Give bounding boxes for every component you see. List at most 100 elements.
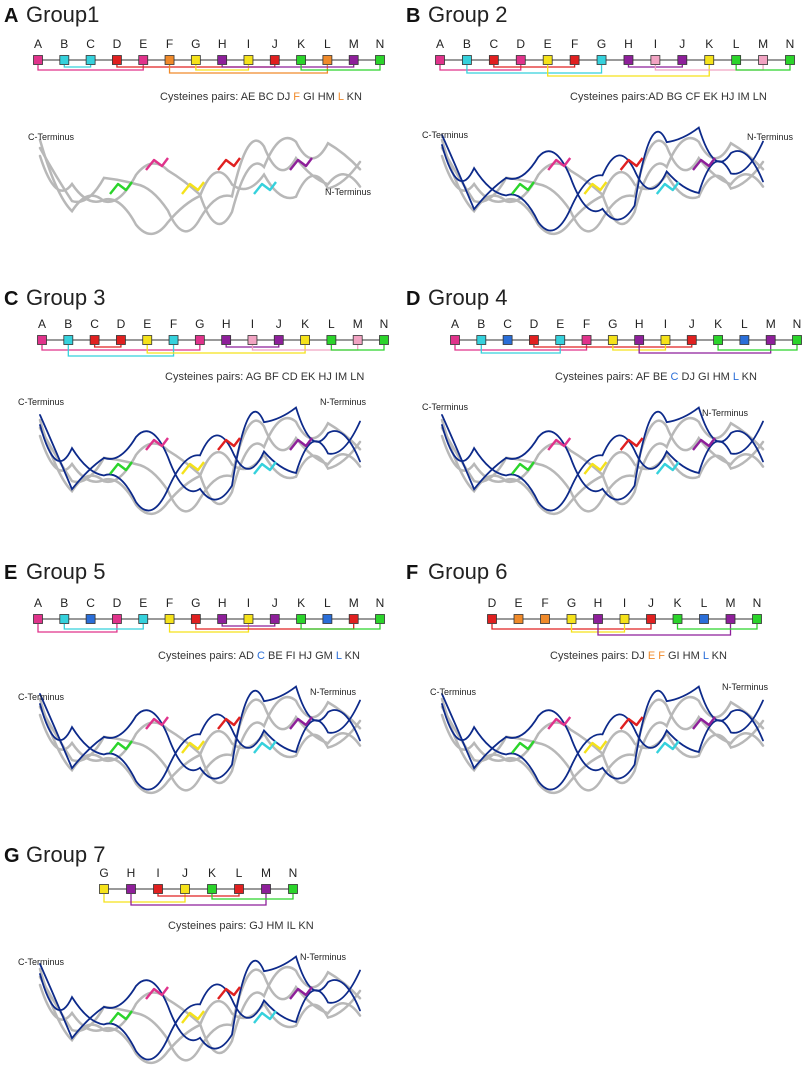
cysteine-box xyxy=(126,884,136,894)
cysteine-label: M xyxy=(353,317,363,331)
cysteine-label: J xyxy=(276,317,282,331)
cysteine-box xyxy=(542,55,553,65)
cysteine-label: B xyxy=(60,596,68,610)
cysteine-box xyxy=(112,55,122,65)
cysteine-box xyxy=(180,884,190,894)
disulfide-stick xyxy=(583,461,608,475)
cysteine-label: J xyxy=(272,596,278,610)
cysteine-box xyxy=(116,335,126,345)
disulfide-bond-link xyxy=(466,65,603,74)
backbone-trace xyxy=(39,685,361,780)
cysteine-pairs-text: Cysteines pairs: AE BC DJ F GI HM L KN xyxy=(160,91,362,103)
backbone-trace xyxy=(441,685,764,780)
cysteine-label: M xyxy=(758,37,768,51)
disulfide-stick xyxy=(619,157,644,171)
cysteine-box xyxy=(488,55,499,65)
cysteine-label: D xyxy=(516,37,525,51)
backbone-trace xyxy=(441,126,764,221)
disulfide-stick xyxy=(511,181,535,195)
cysteine-box xyxy=(269,55,280,65)
disulfide-stick xyxy=(217,437,241,451)
cysteine-box xyxy=(476,335,487,345)
cysteine-label: G xyxy=(597,37,606,51)
cysteine-label: M xyxy=(349,596,359,610)
cysteine-box xyxy=(731,55,742,65)
cysteine-box xyxy=(752,614,762,624)
cysteine-box xyxy=(207,884,217,894)
disulfide-bond-link xyxy=(480,345,561,354)
cysteine-box xyxy=(450,335,460,345)
cysteine-box xyxy=(607,335,618,345)
panel-letter: A xyxy=(4,5,18,27)
cysteine-box xyxy=(623,55,634,65)
cysteine-box xyxy=(142,335,153,345)
cysteine-label: D xyxy=(113,596,122,610)
cysteine-box xyxy=(462,55,472,65)
cysteine-box xyxy=(164,55,175,65)
backbone-ribbon xyxy=(38,713,362,795)
disulfide-stick xyxy=(289,157,313,171)
disulfide-stick xyxy=(692,157,716,171)
disulfide-bond-link xyxy=(638,345,772,354)
cysteine-label: K xyxy=(297,596,305,610)
cysteine-label: K xyxy=(705,37,713,51)
backbone-trace xyxy=(441,140,764,232)
backbone-ribbon xyxy=(440,154,765,236)
disulfide-bond-link xyxy=(221,65,355,68)
c-terminus-label: C-Terminus xyxy=(430,687,477,697)
cysteine-label: F xyxy=(571,37,578,51)
cysteine-label: C xyxy=(503,317,512,331)
cysteine-box xyxy=(502,335,513,345)
cysteine-box xyxy=(375,614,385,624)
panel-title: Group 7 xyxy=(26,842,106,867)
panel-title: Group 5 xyxy=(26,559,106,584)
cysteine-box xyxy=(99,884,109,894)
cysteine-label: D xyxy=(117,317,126,331)
cysteine-box xyxy=(33,614,43,624)
disulfide-stick xyxy=(547,157,572,171)
cysteine-label: K xyxy=(297,37,305,51)
disulfide-bond-link xyxy=(221,624,276,627)
disulfide-stick xyxy=(619,716,644,730)
cysteine-label: K xyxy=(673,596,681,610)
cysteine-box xyxy=(593,614,603,624)
disulfide-stick xyxy=(655,181,680,195)
cysteine-label: D xyxy=(530,317,539,331)
protein-structure-render xyxy=(38,136,362,236)
cysteine-box xyxy=(164,614,175,624)
cysteine-box xyxy=(634,335,645,345)
cysteine-label: C xyxy=(490,37,499,51)
cysteine-label: G xyxy=(567,596,576,610)
cysteine-box xyxy=(660,335,671,345)
disulfide-bond-link xyxy=(300,65,381,71)
cysteine-box xyxy=(566,614,577,624)
cysteine-label: G xyxy=(99,866,108,880)
disulfide-bond-link xyxy=(67,345,175,357)
panel-title: Group 4 xyxy=(428,285,508,310)
protein-structure-render xyxy=(440,126,765,236)
cysteine-box xyxy=(85,614,96,624)
cysteine-label: K xyxy=(301,317,309,331)
disulfide-bond-link xyxy=(168,65,329,74)
cysteine-box xyxy=(555,335,566,345)
cysteine-label: A xyxy=(436,37,444,51)
cysteine-label: H xyxy=(127,866,136,880)
cysteine-box xyxy=(677,55,688,65)
disulfide-stick xyxy=(145,716,169,730)
cysteine-label: L xyxy=(741,317,748,331)
cysteine-label: A xyxy=(34,37,42,51)
disulfide-stick xyxy=(547,716,572,730)
cysteine-label: G xyxy=(608,317,617,331)
cysteine-label: L xyxy=(701,596,708,610)
cysteine-box xyxy=(581,335,592,345)
disulfide-stick xyxy=(253,461,277,475)
disulfide-stick xyxy=(109,461,133,475)
disulfide-stick xyxy=(145,437,169,451)
cysteine-label: K xyxy=(208,866,216,880)
cysteine-box xyxy=(37,335,47,345)
cysteine-box xyxy=(296,55,306,65)
